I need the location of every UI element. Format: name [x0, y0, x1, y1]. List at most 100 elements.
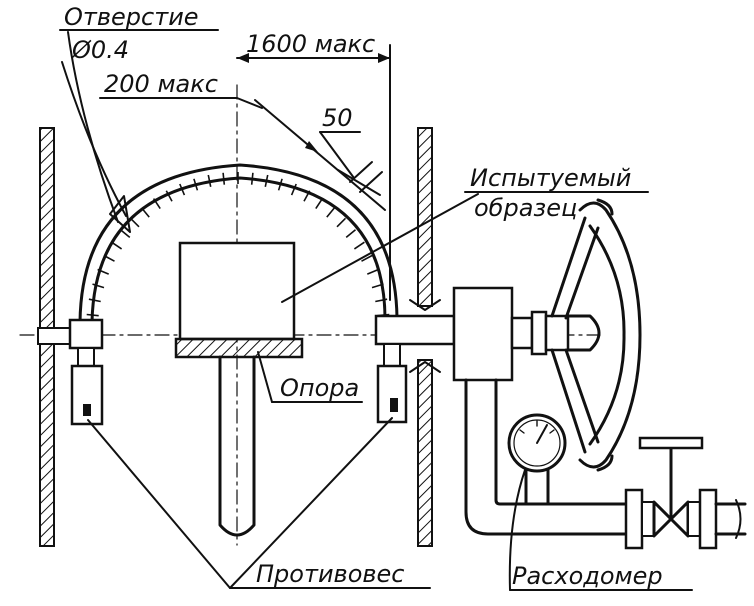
arc-tick	[345, 229, 357, 239]
dim-200-line	[254, 99, 386, 211]
outlet-break	[735, 499, 742, 539]
pipe-inner	[494, 378, 632, 506]
specimen-label-line2: образец	[474, 194, 577, 222]
arc-tick	[119, 229, 131, 239]
dim-1600-arrow-left	[237, 53, 249, 63]
handwheel-rim-inner	[588, 224, 626, 446]
pressure-gauge-icon	[507, 413, 567, 506]
support-leader	[257, 351, 273, 403]
arc-tick	[326, 207, 336, 218]
support-post	[218, 355, 256, 537]
arc-tick	[277, 178, 283, 191]
arc-tick	[303, 190, 311, 202]
counterweight-leader-left	[87, 419, 231, 589]
arc-tick	[371, 283, 384, 289]
arc-tick	[361, 254, 373, 262]
arc-tick	[353, 241, 365, 250]
arc-tick	[222, 172, 226, 185]
arc-outer	[78, 163, 399, 324]
spindle-hub	[544, 314, 570, 352]
gauge-dial-inner	[513, 419, 561, 467]
arc-tick	[193, 178, 199, 191]
arc-tick	[165, 190, 173, 202]
handwheel-icon	[550, 198, 642, 472]
arc-tick	[179, 183, 186, 196]
right-rail-notch-bottom	[409, 361, 441, 373]
arc-tick	[366, 268, 379, 275]
arc-tick	[290, 183, 297, 196]
handwheel-spoke-top-2	[564, 226, 600, 320]
flowmeter-leader	[508, 469, 526, 591]
left-coupling	[68, 318, 104, 350]
dim-200-leader	[236, 97, 263, 109]
arc-tick	[375, 298, 388, 303]
diameter-label: Ø0.4	[71, 36, 129, 64]
support-plate	[174, 337, 304, 359]
diameter-leader	[61, 61, 127, 217]
spindle	[510, 310, 601, 356]
arc-tick	[88, 298, 101, 303]
flowmeter-label: Расходомер	[512, 562, 663, 590]
spindle-collar-1	[510, 316, 534, 350]
orifice-leader	[67, 31, 119, 223]
arc-tick	[140, 207, 150, 218]
test-specimen	[178, 241, 296, 341]
arc-tick	[315, 198, 324, 210]
arc-tick	[264, 174, 269, 187]
dim-50-label: 50	[322, 104, 353, 132]
gauge-needle	[536, 424, 548, 444]
arc-tick	[111, 241, 123, 250]
orifice-marker	[109, 195, 131, 233]
dim-50-tick-b	[349, 161, 373, 183]
dim-200-label: 200 макс	[104, 70, 218, 98]
handwheel-spoke-bottom	[550, 348, 587, 454]
dim-50-leader	[319, 131, 355, 179]
right-fitting	[374, 314, 456, 424]
valve-flange-left	[624, 488, 644, 550]
pipe-outer	[464, 378, 632, 536]
arc-tick	[86, 313, 99, 317]
counterweight-leader-right	[229, 417, 393, 589]
arc-tube	[78, 163, 399, 331]
dim-50-tick-c	[359, 171, 383, 193]
supply-block	[452, 286, 632, 536]
orifice-label: Отверстие	[64, 3, 199, 31]
right-rail-notch-top	[409, 299, 441, 311]
handwheel-rim-outer	[578, 201, 642, 469]
valve-flange-right	[698, 488, 718, 550]
labels: Отверстие Ø0.4 1600 макс 200 макс 50 Исп…	[64, 3, 663, 590]
specimen-leader	[281, 193, 479, 303]
leaders	[59, 29, 693, 591]
left-nozzle	[37, 327, 73, 345]
left-hanger	[77, 347, 95, 367]
arc-tick	[97, 268, 110, 275]
right-rail-upper	[417, 127, 433, 307]
arc-inner	[90, 176, 387, 324]
spindle-collar-2	[530, 310, 548, 356]
arc-tick	[103, 254, 115, 262]
handwheel-handle-top	[596, 198, 614, 216]
dim-50-tick-a	[337, 169, 381, 196]
arc-tick	[92, 283, 105, 289]
arc-tick	[336, 217, 347, 228]
valve-icon	[624, 436, 747, 550]
dim-200-arrow	[305, 141, 318, 152]
right-coupling	[374, 314, 456, 346]
specimen-label-line1: Испытуемый	[470, 164, 631, 192]
right-counterweight	[376, 364, 408, 424]
dim-1600-label: 1600 макс	[246, 30, 375, 58]
dim-1600-arrow-right	[378, 53, 390, 63]
handwheel-spoke-top	[550, 216, 587, 318]
valve-collar-left	[641, 501, 655, 537]
gauge-mark-right	[549, 429, 555, 434]
spindle-tip	[566, 314, 601, 352]
right-rail	[409, 127, 441, 547]
support-label: Опора	[280, 374, 359, 402]
dimensions	[99, 44, 391, 301]
arc-tick	[152, 198, 161, 210]
right-hanger	[383, 343, 401, 367]
arc-tick	[250, 172, 254, 185]
feed-block	[452, 286, 514, 382]
